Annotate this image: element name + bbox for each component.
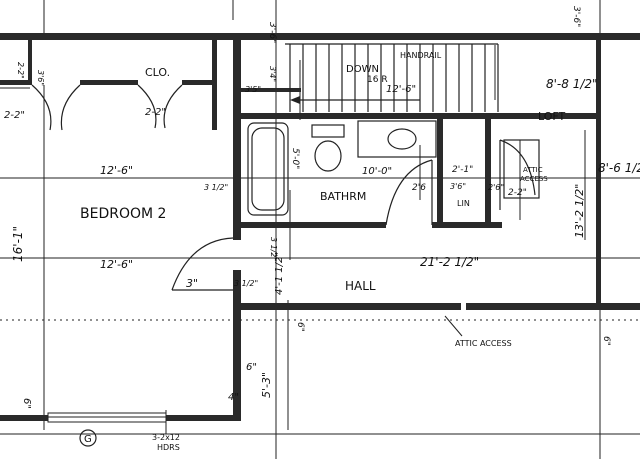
- dim-left-2-2b: 2-2": [16, 62, 25, 79]
- grid-marker: G: [79, 429, 97, 447]
- dim-2-6-lin: 2'6": [488, 183, 504, 192]
- stair-label-handrail: HANDRAIL: [400, 51, 442, 60]
- header-note-1: 3-2x12: [152, 433, 180, 442]
- dim-6-c: 6": [601, 336, 611, 346]
- grid-marker-label: G: [84, 434, 92, 445]
- dim-3-5c: 3 1/2": [269, 237, 278, 261]
- stair-label-risers: 16 R: [367, 75, 388, 85]
- attic-label-1: ATTIC: [523, 166, 543, 174]
- dim-6-b: 6": [246, 362, 257, 373]
- dim-top-right-3-6: 3'-6": [571, 6, 581, 27]
- dim-3-5d: 3 1/2": [234, 279, 258, 288]
- dim-left-2-2: 2-2": [4, 110, 25, 121]
- dim-2-1: 2'-1": [452, 165, 473, 175]
- room-label-bath: BATHRM: [320, 190, 366, 203]
- dim-3: 3": [186, 277, 198, 290]
- dim-5-0: 5'-0": [290, 148, 300, 169]
- dim-4-1: 4'-1 1/2": [274, 252, 285, 295]
- room-label-loft: LOFT: [538, 110, 566, 123]
- closet-doors: [31, 84, 183, 131]
- room-label-closet: CLO.: [145, 66, 170, 79]
- linen-label: LIN: [457, 199, 470, 208]
- linen-door: [499, 139, 540, 210]
- bottom-window: [47, 412, 167, 423]
- dim-6-a: 6": [295, 322, 305, 332]
- room-label-bedroom: BEDROOM 2: [80, 206, 166, 222]
- bedroom-door: [171, 237, 234, 291]
- dim-top-3-6: 3'-6": [267, 22, 277, 43]
- dim-3-6-v: 3'6": [36, 70, 45, 86]
- dim-3-6-lin: 3'6": [450, 182, 466, 191]
- stair-label-down: DOWN: [346, 64, 379, 75]
- dim-13-2: 13'-2 1/2": [573, 184, 586, 238]
- dimension-labels: 3'-6" 3'-6" 2-2" 3'6" 2-2" 2-2" 3'5" 3'4…: [4, 6, 640, 409]
- bath-door: [385, 159, 433, 226]
- walls: [0, 33, 640, 421]
- dim-6-d: 6": [21, 398, 32, 409]
- dim-12-6-b: 12'-6": [100, 258, 133, 271]
- stair-treads: [285, 43, 499, 112]
- room-label-hall: HALL: [345, 279, 376, 293]
- dim-closet-2-2: 2-2": [145, 107, 166, 118]
- dim-3-4: 3'4": [268, 66, 277, 82]
- attic-leader-line: [444, 315, 463, 337]
- bath-fixtures: [247, 120, 437, 216]
- attic-label-2: ACCESS: [520, 175, 548, 183]
- dim-12-6-a: 12'-6": [100, 164, 133, 177]
- dim-10-0: 10'-0": [362, 166, 392, 177]
- dim-8-6: 8'-6 1/2": [598, 161, 640, 175]
- dim-12-6-stair: 12'-6": [386, 84, 416, 95]
- dim-4-i: 4": [228, 392, 239, 403]
- stair-arrow-icon: [290, 96, 300, 104]
- dim-2-2-attic: 2-2": [508, 188, 527, 198]
- dim-5-3: 5'-3": [260, 372, 273, 398]
- dim-21-2: 21'-2 1/2": [420, 255, 479, 269]
- dim-3-5a: 3'5": [245, 85, 261, 94]
- attic-access-label: ATTIC ACCESS: [455, 339, 512, 348]
- header-note-2: HDRS: [157, 443, 180, 452]
- dim-3-5b: 3 1/2": [204, 183, 228, 192]
- dim-2-6: 2'6: [412, 183, 426, 193]
- room-labels: BEDROOM 2 CLO. BATHRM HALL LOFT DOWN HAN…: [80, 51, 566, 452]
- dim-16-1: 16'-1": [11, 226, 25, 262]
- dim-8-8: 8'-8 1/2": [546, 77, 598, 91]
